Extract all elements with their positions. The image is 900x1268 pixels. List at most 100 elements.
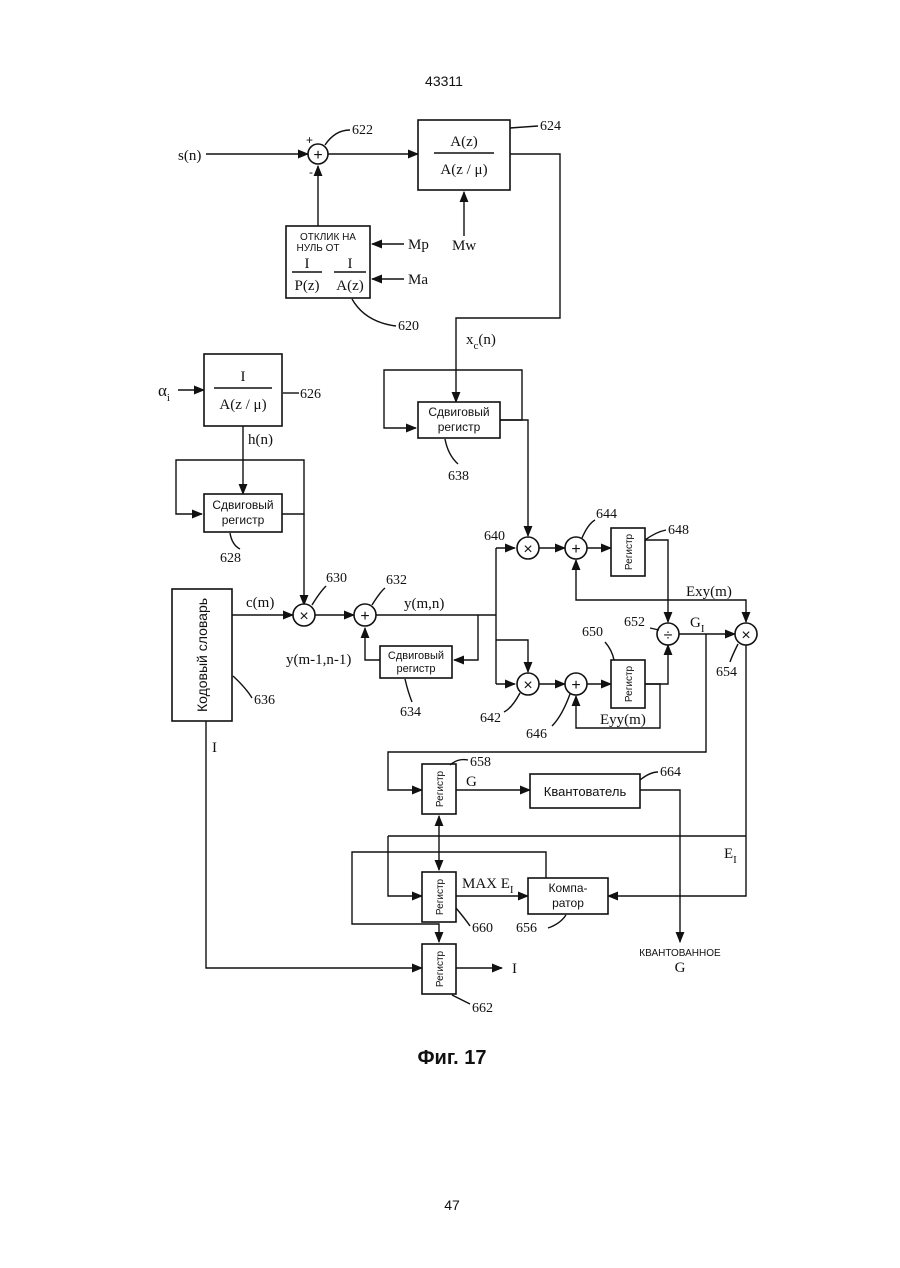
synth-den: A(z / μ)	[219, 397, 266, 413]
ref-624: 624	[540, 119, 561, 134]
signal-h-n: h(n)	[248, 432, 273, 448]
register-658-label: Регистр	[435, 770, 446, 807]
wire-648-out	[645, 540, 668, 622]
shift-638-line2: регистр	[438, 420, 481, 434]
lead-638	[445, 439, 458, 464]
lead-662	[452, 995, 470, 1004]
wire-634-632	[365, 628, 380, 660]
lead-646	[552, 694, 570, 726]
figure-caption: Фиг. 17	[417, 1047, 486, 1069]
zir-title-1: ОТКЛИК НА	[300, 232, 356, 243]
lead-648	[645, 530, 666, 540]
comparator-line1: Компа-	[548, 881, 587, 895]
register-662-label: Регистр	[435, 950, 446, 987]
signal-i-cb: I	[212, 740, 217, 756]
shift-634-line1: Сдвиговый	[388, 650, 444, 662]
register-650-label: Регистр	[624, 665, 635, 702]
signal-gi: GI	[690, 615, 705, 635]
divider-652-sign: ÷	[664, 627, 673, 644]
label-quantized: КВАНТОВАННОЕ	[639, 948, 721, 959]
lead-632	[372, 588, 385, 605]
ref-634: 634	[400, 705, 421, 720]
wire-exy-654	[668, 600, 746, 622]
signal-i-out: I	[512, 961, 517, 977]
register-648-label: Регистр	[624, 533, 635, 570]
ref-662: 662	[472, 1001, 493, 1016]
signal-mw: Mw	[452, 238, 476, 254]
multiplier-642-sign: ×	[523, 677, 532, 694]
ref-650: 650	[582, 625, 603, 640]
ref-630: 630	[326, 571, 347, 586]
wire-quantized	[640, 790, 680, 942]
wire-to-634	[454, 615, 478, 660]
ref-626: 626	[300, 387, 321, 402]
wire-branch-642	[496, 640, 528, 672]
label-quantized-g: G	[675, 960, 686, 976]
ref-622: 622	[352, 123, 373, 138]
signal-s-n: s(n)	[178, 148, 201, 164]
shift-634-line2: регистр	[396, 663, 435, 675]
signal-xc: xc(n)	[466, 332, 496, 352]
lead-628	[230, 533, 240, 549]
wire-codebook-index	[206, 721, 422, 968]
quantizer-label: Квантователь	[544, 784, 627, 799]
ref-638: 638	[448, 469, 469, 484]
ref-632: 632	[386, 573, 407, 588]
lead-630	[312, 586, 326, 605]
synthesis-filter-626	[204, 354, 282, 426]
signal-c-m: c(m)	[246, 595, 274, 611]
comparator-line2: ратор	[552, 896, 584, 910]
signal-max-e: MAX EI	[462, 876, 514, 896]
zir-num-2: I	[348, 256, 353, 272]
ref-646: 646	[526, 727, 547, 742]
doc-number: 43311	[425, 73, 463, 89]
synth-num: I	[241, 369, 246, 385]
ref-660: 660	[472, 921, 493, 936]
plus-sign: +	[306, 133, 313, 147]
multiplier-654-sign: ×	[741, 627, 750, 644]
lead-636	[233, 676, 252, 698]
zir-den-2: A(z)	[336, 278, 363, 294]
adder-632-sign: +	[360, 608, 369, 625]
lead-650	[605, 642, 614, 660]
signal-ei: EI	[724, 846, 737, 866]
ref-636: 636	[254, 693, 275, 708]
ref-664: 664	[660, 765, 681, 780]
ref-620: 620	[398, 319, 419, 334]
zir-den-1: P(z)	[295, 278, 320, 294]
ref-652: 652	[624, 615, 645, 630]
minus-sign: -	[309, 165, 313, 179]
register-660-label: Регистр	[435, 878, 446, 915]
lead-642	[504, 693, 520, 712]
lead-660	[456, 908, 470, 926]
lead-624	[510, 126, 538, 128]
page-number: 47	[444, 1197, 460, 1213]
zir-num-1: I	[305, 256, 310, 272]
wire-ei-660	[388, 836, 422, 896]
ref-628: 628	[220, 551, 241, 566]
signal-ma: Ma	[408, 272, 428, 288]
wire-624-xc	[456, 154, 560, 402]
weighting-num: A(z)	[450, 134, 477, 150]
shift-638-line1: Сдвиговый	[428, 405, 489, 419]
lead-644	[582, 520, 595, 538]
weighting-den: A(z / μ)	[440, 162, 487, 178]
multiplier-630-sign: ×	[299, 608, 308, 625]
ref-644: 644	[596, 507, 617, 522]
ref-654: 654	[716, 665, 737, 680]
ref-648: 648	[668, 523, 689, 538]
lead-654	[730, 644, 738, 662]
ref-642: 642	[480, 711, 501, 726]
signal-eyy: Eyy(m)	[600, 712, 646, 728]
signal-y-prev: y(m-1,n-1)	[286, 652, 351, 668]
shift-628-line2: регистр	[222, 513, 265, 527]
ref-656: 656	[516, 921, 537, 936]
zir-title-2: НУЛЬ ОТ	[296, 243, 339, 254]
wire-650-out	[645, 645, 668, 684]
weighting-filter-624	[418, 120, 510, 190]
lead-634	[405, 679, 412, 702]
adder-644-sign: +	[571, 541, 580, 558]
wire-638-640	[500, 420, 528, 536]
lead-652	[650, 628, 659, 630]
